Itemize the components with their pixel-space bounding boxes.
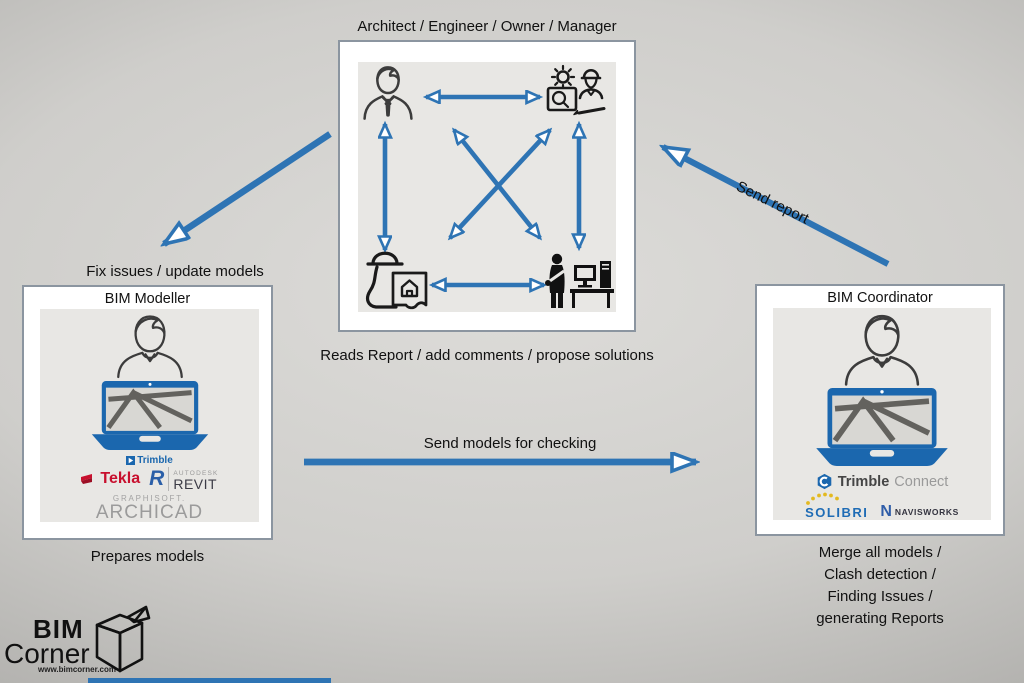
navisworks-n-icon: N [880, 503, 892, 520]
revit-text: REVIT [173, 476, 218, 492]
trimble-connect-logo: Trimble Connect [816, 473, 949, 490]
trimble-connect-connect-text: Connect [894, 473, 949, 490]
bim-coordinator-box: BIM Coordinator [755, 284, 1005, 536]
brand-corner-text: Corner [4, 638, 90, 669]
solibri-dots-icon [806, 492, 840, 505]
tekla-text: Tekla [100, 470, 141, 487]
bim-coordinator-panel: Trimble Connect SOLIBRI N NAVISWORKS [773, 308, 991, 520]
tekla-logo: Tekla [80, 470, 140, 488]
brand-box-icon [95, 605, 151, 673]
coordinator-person-icon [844, 314, 920, 386]
trimble-logo: Trimble [126, 455, 173, 466]
communication-box [338, 40, 636, 332]
person-at-workstation-icon [545, 253, 614, 308]
top-group-title: Architect / Engineer / Owner / Manager [357, 18, 617, 35]
archicad-text: ARCHICAD [95, 502, 204, 523]
send-models-label: Send models for checking [423, 435, 597, 452]
navisworks-logo: N NAVISWORKS [880, 503, 959, 520]
fix-issues-arrow [140, 131, 332, 264]
navisworks-text: NAVISWORKS [894, 507, 959, 517]
brand-url-text: www.bimcorner.com [38, 665, 116, 674]
revit-divider [168, 467, 170, 491]
trimble-connect-icon [817, 473, 832, 490]
footer-accent-bar [88, 678, 331, 683]
trimble-text: Trimble [137, 455, 173, 466]
communication-arrows [358, 62, 616, 312]
revit-r-icon: R [149, 467, 165, 490]
autodesk-text: AUTODESK [173, 470, 219, 477]
businessman-icon [363, 66, 413, 120]
modeller-laptop-icon [91, 380, 208, 450]
bim-coordinator-title: BIM Coordinator [827, 290, 933, 306]
engineer-team-icon [546, 64, 606, 116]
revit-logo: R AUTODESK REVIT [149, 467, 218, 491]
coordinator-caption: Merge all models / Clash detection / Fin… [752, 542, 1008, 630]
tekla-flag-icon [81, 473, 93, 484]
coordinator-caption-line1: Merge all models / [818, 544, 942, 561]
bim-modeller-panel: Trimble Tekla R AUTODESK [40, 309, 259, 522]
trimble-icon [126, 456, 136, 465]
bim-modeller-title: BIM Modeller [104, 291, 191, 307]
coordinator-caption-line3: Finding Issues / [827, 588, 933, 605]
modeller-person-icon [116, 315, 183, 379]
site-worker-blueprint-icon [365, 251, 428, 310]
trimble-connect-trimble-text: Trimble [837, 473, 890, 490]
send-models-arrow [304, 446, 728, 480]
coordinator-laptop-icon [816, 388, 948, 467]
graphisoft-text: GRAPHISOFT. [112, 494, 187, 503]
modeller-caption: Prepares models [90, 548, 205, 565]
coordinator-caption-line2: Clash detection / [824, 566, 936, 583]
fix-issues-label: Fix issues / update models [86, 263, 264, 280]
bim-modeller-box: BIM Modeller T [22, 285, 273, 540]
modeller-logos: Trimble Tekla R AUTODESK [80, 455, 218, 522]
coordinator-caption-line4: generating Reports [816, 610, 944, 627]
communication-panel [358, 62, 616, 312]
communication-caption: Reads Report / add comments / propose so… [320, 347, 654, 364]
send-report-arrow [645, 144, 890, 267]
solibri-text: SOLIBRI [805, 505, 869, 520]
brand-bim-text: BIM [33, 614, 84, 644]
solibri-logo: SOLIBRI [805, 492, 868, 520]
